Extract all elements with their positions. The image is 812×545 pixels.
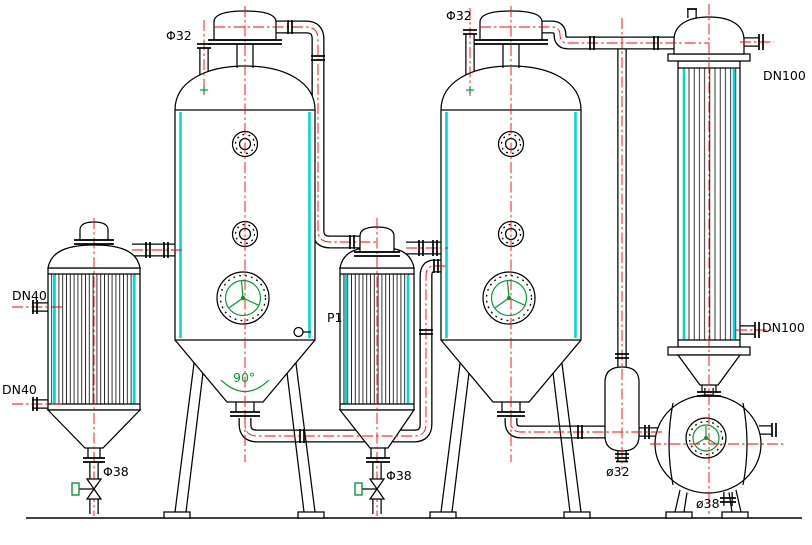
pressure-gauge-p1 [293, 326, 311, 338]
manhole [685, 417, 727, 459]
leg-foot [297, 511, 325, 519]
centerlines [12, 4, 786, 516]
label-dn100-2: DN100 [762, 320, 805, 335]
sight-glass [231, 220, 259, 248]
sight-glass [497, 220, 525, 248]
leg-foot [163, 511, 191, 519]
label-dn100-1: DN100 [763, 68, 806, 83]
label-phi32-1: Φ32 [166, 28, 192, 43]
label-dn40-1: DN40 [12, 288, 47, 303]
leg-foot [563, 511, 591, 519]
label-dn40-2: DN40 [2, 382, 37, 397]
cone-angle-arc [220, 379, 270, 393]
label-phi32-2: Φ32 [446, 8, 472, 23]
label-dia32: ø32 [606, 464, 630, 479]
leg-foot [429, 511, 457, 519]
bottom-tank [654, 394, 762, 519]
manhole [216, 271, 270, 325]
label-p1: P1 [327, 310, 343, 325]
annotations: Φ32 Φ32 DN40 DN40 DN100 DN100 P1 90° Φ38… [2, 8, 806, 511]
valve-handwheel [354, 482, 363, 496]
label-dia38: ø38 [696, 496, 720, 511]
leg-foot [665, 511, 693, 519]
leg-foot [721, 511, 749, 519]
evaporator-2 [429, 10, 591, 519]
label-phi38-1: Φ38 [103, 464, 129, 479]
flanges [32, 8, 777, 503]
label-cone-angle: 90° [233, 370, 255, 385]
manhole [482, 271, 536, 325]
drain-valve-1 [71, 478, 103, 500]
drain-valve-2 [354, 478, 386, 500]
condenser-head [673, 16, 745, 55]
evaporator-1 [163, 10, 325, 519]
valve-handwheel [71, 482, 80, 496]
gauge-dial [293, 326, 304, 338]
label-phi38-2: Φ38 [386, 468, 412, 483]
